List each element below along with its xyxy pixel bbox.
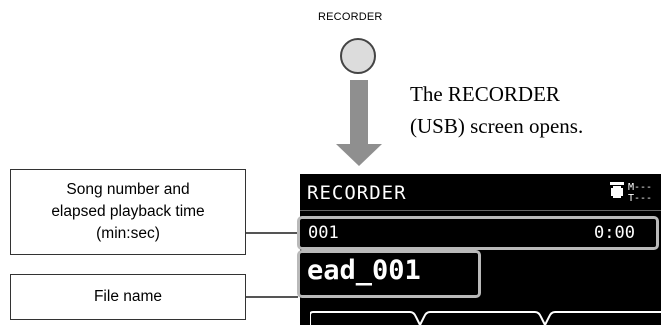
function-tabs [310, 311, 661, 325]
callout-song-line-3: (min:sec) [96, 225, 160, 242]
function-tab-3[interactable] [544, 311, 661, 325]
song-number: 001 [308, 223, 339, 243]
callout-song-line-1: Song number and [66, 181, 190, 198]
status-icon-top: M--- [628, 182, 652, 193]
screen-title: RECORDER [307, 182, 407, 204]
callout-song-line-2: elapsed playback time [51, 203, 205, 220]
recorder-button[interactable] [340, 38, 376, 74]
description-line-2: (USB) screen opens. [410, 114, 584, 138]
function-tab-1[interactable] [310, 311, 421, 325]
highlight-file-name [297, 250, 481, 298]
description-line-1: The RECORDER [410, 82, 560, 106]
callout-file-name: File name [10, 274, 246, 320]
description-text: The RECORDER (USB) screen opens. [410, 78, 583, 142]
status-icons: M--- T--- [610, 182, 652, 204]
screen-divider [300, 210, 661, 211]
elapsed-time: 0:00 [594, 223, 635, 243]
highlight-song-row [297, 216, 659, 250]
function-tab-2[interactable] [419, 311, 546, 325]
status-icon-bottom: T--- [628, 193, 652, 204]
callout-file-label: File name [93, 288, 163, 305]
file-name: ead_001 [307, 255, 421, 286]
down-arrow-icon [336, 144, 382, 166]
leader-line-file [246, 296, 298, 298]
callout-song-number-time: Song number and elapsed playback time (m… [10, 169, 246, 255]
down-arrow-shaft [350, 80, 368, 146]
recorder-button-label: RECORDER [318, 11, 383, 23]
leader-line-song [246, 232, 298, 234]
usb-memory-icon [610, 182, 624, 198]
